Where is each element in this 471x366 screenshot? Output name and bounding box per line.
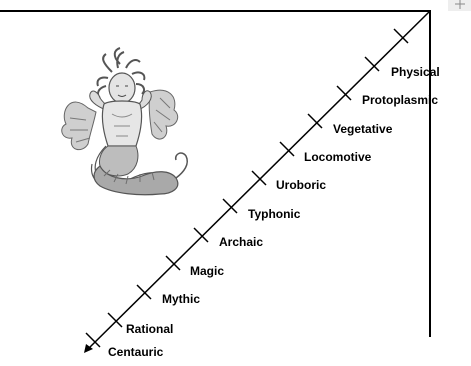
stage-label-uroboric: Uroboric xyxy=(276,178,326,192)
tick-mark-8 xyxy=(166,256,180,270)
stage-label-centauric: Centauric xyxy=(108,345,164,359)
tick-mark-2 xyxy=(337,86,351,100)
tick-mark-7 xyxy=(194,228,208,242)
stage-label-locomotive: Locomotive xyxy=(304,150,372,164)
tick-mark-5 xyxy=(252,171,266,185)
stage-label-protoplasmic: Protoplasmic xyxy=(362,93,438,107)
tick-mark-9 xyxy=(137,285,151,299)
corner-marker xyxy=(448,0,471,11)
stage-label-magic: Magic xyxy=(190,264,224,278)
stage-label-typhonic: Typhonic xyxy=(248,207,301,221)
tick-mark-0 xyxy=(394,29,408,43)
stage-label-archaic: Archaic xyxy=(219,235,263,249)
stage-label-mythic: Mythic xyxy=(162,292,200,306)
stage-label-physical: Physical xyxy=(391,65,440,79)
stage-label-vegetative: Vegetative xyxy=(333,122,393,136)
stage-label-rational: Rational xyxy=(126,322,173,336)
tick-mark-6 xyxy=(223,199,237,213)
tick-mark-10 xyxy=(108,313,122,327)
tick-mark-4 xyxy=(280,142,294,156)
typhon-figure-illustration xyxy=(62,48,188,195)
tick-mark-3 xyxy=(308,114,322,128)
